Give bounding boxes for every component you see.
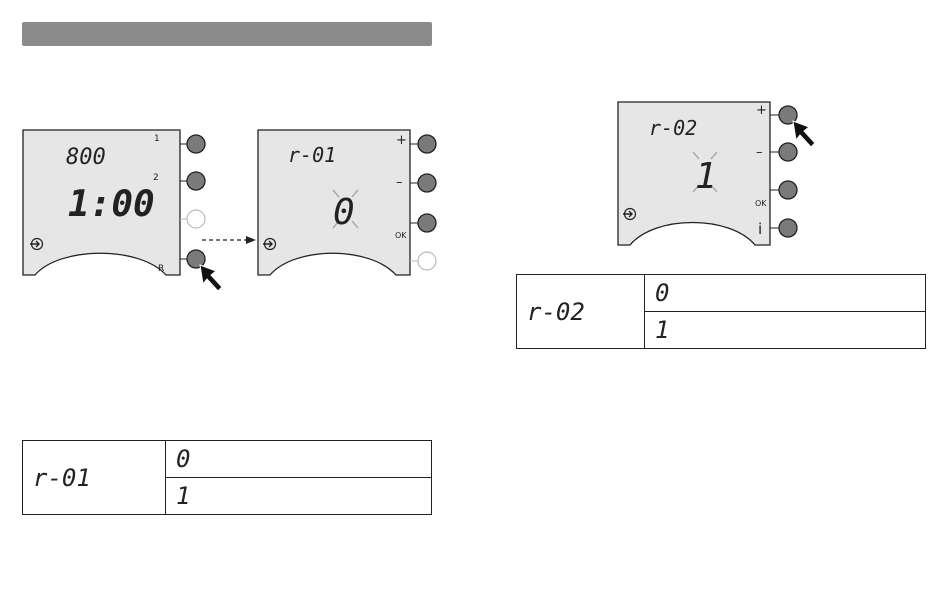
option-value-0: 0 [645, 275, 926, 312]
button-2[interactable] [187, 172, 205, 190]
button-label-1: 1 [154, 134, 160, 144]
button-4-inactive [418, 252, 436, 270]
device-panel-3: + – OK i r-02 1 [615, 100, 835, 265]
button-label-minus: – [756, 145, 763, 160]
device-panel-1: 1 2 R 800 1:00 [20, 128, 250, 293]
options-table-r02: r-02 0 1 [516, 274, 926, 349]
plus-button[interactable] [418, 135, 436, 153]
parameter-code: r-02 [517, 275, 645, 349]
button-r[interactable] [187, 250, 205, 268]
options-table-r01: r-01 0 1 [22, 440, 432, 515]
button-label-plus: + [396, 133, 407, 148]
lcd-line-2: 1:00 [68, 184, 155, 225]
lcd-parameter-code: r-02 [649, 116, 697, 140]
option-value-1: 1 [166, 478, 432, 515]
lcd-parameter-value: 1 [695, 156, 717, 197]
lcd-line-1: 800 [66, 145, 106, 170]
minus-button[interactable] [418, 174, 436, 192]
button-label-minus: – [396, 175, 403, 190]
section-header-bar [22, 22, 432, 46]
lcd-parameter-value: 0 [333, 192, 355, 233]
button-label-info: i [758, 220, 762, 238]
option-value-1: 1 [645, 312, 926, 349]
lcd-parameter-code: r-01 [288, 143, 336, 167]
pointer-hand-icon [793, 121, 815, 147]
button-label-ok: OK [755, 199, 767, 208]
dashed-arrow-icon [200, 234, 260, 246]
minus-button[interactable] [779, 143, 797, 161]
parameter-code: r-01 [23, 441, 166, 515]
device-panel-2: + – OK r-01 0 [255, 128, 445, 293]
button-label-ok: OK [395, 231, 407, 240]
ok-button[interactable] [418, 214, 436, 232]
button-3-inactive [187, 210, 205, 228]
button-1[interactable] [187, 135, 205, 153]
option-value-0: 0 [166, 441, 432, 478]
info-button[interactable] [779, 219, 797, 237]
ok-button[interactable] [779, 181, 797, 199]
button-label-r: R [158, 264, 164, 274]
button-label-plus: + [756, 103, 767, 118]
pointer-hand-icon [200, 265, 222, 291]
button-label-2: 2 [153, 173, 159, 183]
